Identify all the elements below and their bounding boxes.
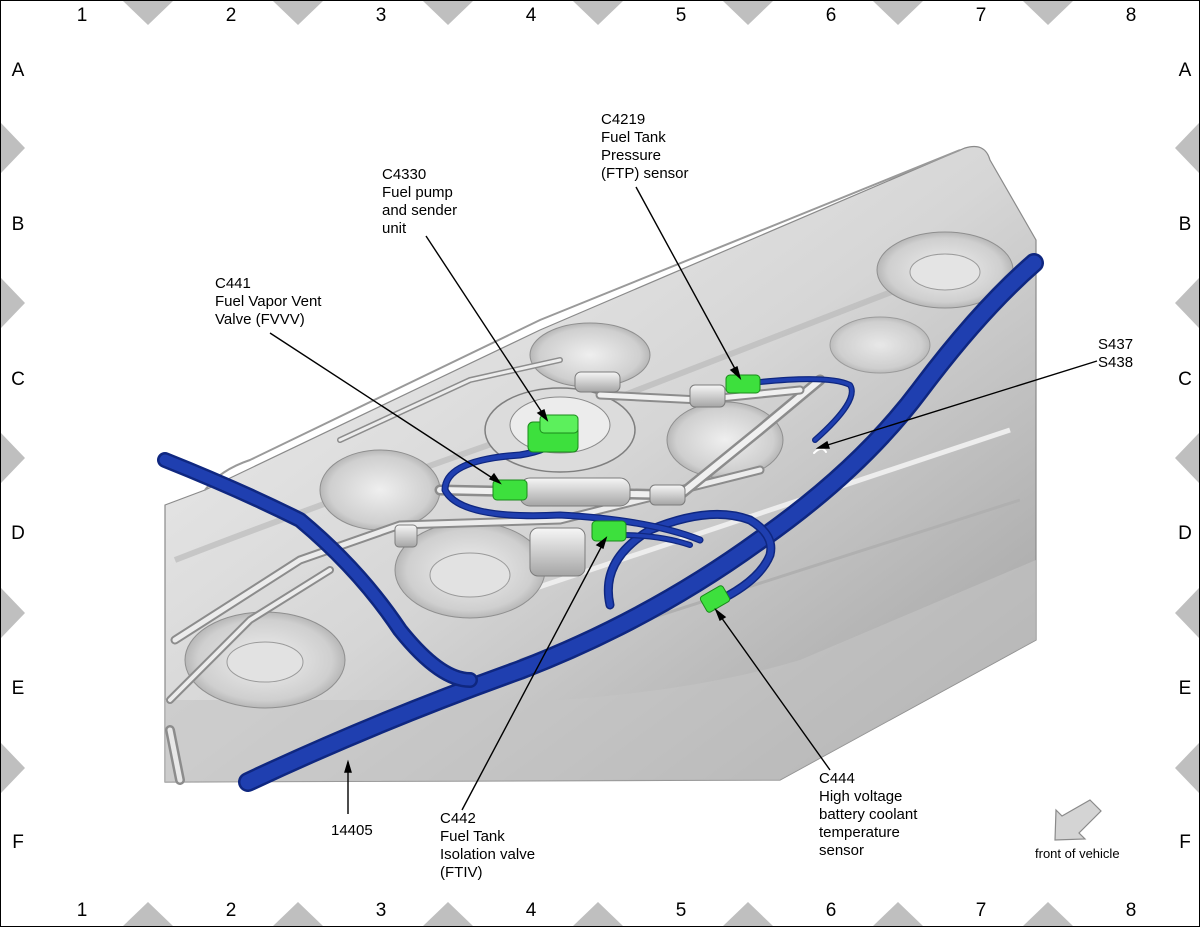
grid-triangle [873, 902, 923, 926]
grid-column-label: 8 [1125, 900, 1137, 921]
tank-dish [319, 449, 441, 531]
grid-triangle [1175, 123, 1199, 173]
connector-c4330 [527, 414, 579, 453]
leader-c442 [461, 537, 607, 811]
grid-column-label: 6 [825, 900, 837, 921]
grid-triangle [1175, 743, 1199, 793]
fitting [394, 524, 418, 548]
grid-row-label: D [1178, 523, 1192, 544]
grid-column-label: 2 [225, 900, 237, 921]
grid-row-label: C [11, 369, 25, 390]
grid-column-label: 5 [675, 5, 687, 26]
grid-column-label: 8 [1125, 5, 1137, 26]
grid-triangle [873, 1, 923, 25]
tank-dish [909, 253, 981, 291]
tank-dish [226, 641, 304, 683]
leader-c441 [269, 332, 501, 484]
grid-row-label: A [11, 60, 25, 81]
tank-dish [829, 316, 931, 374]
callout-c4219: C4219 Fuel Tank Pressure (FTP) sensor [601, 111, 689, 182]
tank-dish [666, 401, 784, 479]
grid-column-label: 5 [675, 900, 687, 921]
leader-s437 [817, 360, 1098, 449]
grid-column-label: 7 [975, 5, 987, 26]
grid-column-label: 2 [225, 5, 237, 26]
callout-14405: 14405 [331, 822, 373, 839]
grid-triangle [423, 1, 473, 25]
grid-triangle [723, 902, 773, 926]
fvvv-valve-body [519, 477, 631, 507]
ftiv-valve-body [529, 527, 586, 577]
wiring-harness-14405 [157, 253, 1044, 792]
grid-column-label: 6 [825, 5, 837, 26]
grid-row-label: E [11, 678, 25, 699]
grid-triangle [573, 1, 623, 25]
leader-c4219 [635, 186, 741, 379]
connectors [492, 374, 761, 613]
grid-column-label: 7 [975, 900, 987, 921]
fitting [574, 371, 621, 393]
ftp-sensor-body [689, 384, 726, 408]
grid-triangle [1, 123, 25, 173]
tank-dish [429, 552, 511, 598]
arrow-down-left-icon [1054, 799, 1102, 841]
grid-triangle [1, 278, 25, 328]
grid-column-label: 4 [525, 5, 537, 26]
grid-triangle [1175, 433, 1199, 483]
grid-triangle [723, 1, 773, 25]
grid-triangle [1, 588, 25, 638]
connector-c441 [492, 479, 528, 501]
grid-column-label: 3 [375, 900, 387, 921]
grid-row-label: A [1178, 60, 1192, 81]
grid-row-label: D [11, 523, 25, 544]
grid-triangle [573, 902, 623, 926]
grid-column-label: 3 [375, 5, 387, 26]
grid-triangle [1175, 588, 1199, 638]
connector-c442 [591, 520, 627, 542]
grid-column-label: 1 [76, 5, 88, 26]
leader-lines [269, 186, 1098, 814]
callout-c444: C444 High voltage battery coolant temper… [819, 770, 918, 859]
grid-triangle [123, 902, 173, 926]
connector-c4219 [725, 374, 761, 394]
callout-c4330: C4330 Fuel pump and sender unit [382, 166, 458, 237]
grid-triangle [1023, 902, 1073, 926]
callout-c442: C442 Fuel Tank Isolation valve (FTIV) [440, 810, 536, 881]
grid-triangle [1, 433, 25, 483]
grid-triangle [1, 743, 25, 793]
grid-row-label: F [12, 832, 24, 853]
grid-column-label: 4 [525, 900, 537, 921]
leader-c4330 [425, 235, 548, 421]
grid-triangle [423, 902, 473, 926]
grid-column-label: 1 [76, 900, 88, 921]
grid-row-label: B [11, 214, 25, 235]
fitting [649, 484, 686, 506]
grid-row-label: F [1179, 832, 1191, 853]
callout-c441: C441 Fuel Vapor Vent Valve (FVVV) [215, 275, 322, 328]
callout-s437-s438: S437 S438 [1098, 336, 1134, 371]
grid-triangle [273, 902, 323, 926]
grid-triangle [273, 1, 323, 25]
front-of-vehicle-label: front of vehicle [1035, 846, 1120, 861]
grid-row-label: C [1178, 369, 1192, 390]
grid-triangle [1175, 278, 1199, 328]
leader-c444 [715, 609, 831, 771]
grid-triangle [123, 1, 173, 25]
grid-row-label: B [1178, 214, 1192, 235]
grid-triangle [1023, 1, 1073, 25]
grid-row-label: E [1178, 678, 1192, 699]
connector-c444 [699, 585, 731, 613]
